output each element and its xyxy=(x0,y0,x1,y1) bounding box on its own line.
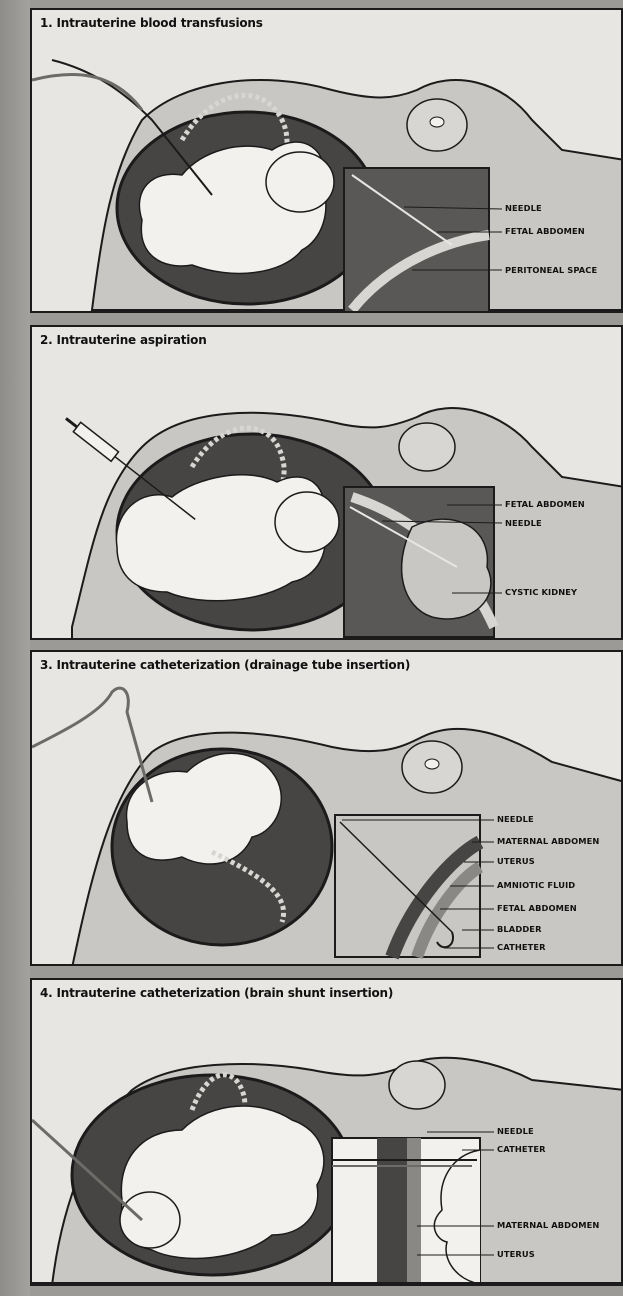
label-maternal-abdomen: MATERNAL ABDOMEN xyxy=(497,836,599,846)
breast xyxy=(399,423,455,471)
label-uterus: UTERUS xyxy=(497,856,535,866)
label-needle: NEEDLE xyxy=(497,1126,534,1136)
label-peritoneal-space: PERITONEAL SPACE xyxy=(505,265,597,275)
label-amniotic-fluid: AMNIOTIC FLUID xyxy=(497,880,575,890)
panel-title: 4. Intrauterine catheterization (brain s… xyxy=(40,986,393,1000)
bottom-rule xyxy=(30,1284,623,1286)
nipple xyxy=(425,759,439,769)
illustration-drainage-tube xyxy=(32,652,623,966)
panel-title: 3. Intrauterine catheterization (drainag… xyxy=(40,658,410,672)
label-catheter: CATHETER xyxy=(497,942,546,952)
label-needle: NEEDLE xyxy=(505,518,542,528)
panel-title: 2. Intrauterine aspiration xyxy=(40,333,207,347)
panel-drainage-tube: 3. Intrauterine catheterization (drainag… xyxy=(30,650,623,966)
label-fetal-abdomen: FETAL ABDOMEN xyxy=(505,499,585,509)
label-needle: NEEDLE xyxy=(505,203,542,213)
needle-tube xyxy=(32,74,142,110)
fetal-head xyxy=(120,1192,180,1248)
panel-aspiration: 2. Intrauterine aspiration FETAL ABDOMEN… xyxy=(30,325,623,640)
panel-blood-transfusion: 1. Intrauterine blood transfusions NEEDL… xyxy=(30,8,623,313)
cystic-kidney xyxy=(402,519,491,619)
label-fetal-abdomen: FETAL ABDOMEN xyxy=(497,903,577,913)
label-bladder: BLADDER xyxy=(497,924,542,934)
fetal-head xyxy=(275,492,339,552)
label-needle: NEEDLE xyxy=(497,814,534,824)
nipple xyxy=(430,117,444,127)
fetal-head xyxy=(266,152,334,212)
page-edge xyxy=(0,0,30,1296)
label-catheter: CATHETER xyxy=(497,1144,546,1154)
label-cystic-kidney: CYSTIC KIDNEY xyxy=(505,587,577,597)
label-fetal-abdomen: FETAL ABDOMEN xyxy=(505,226,585,236)
breast xyxy=(389,1061,445,1109)
label-maternal-abdomen: MATERNAL ABDOMEN xyxy=(497,1220,599,1230)
panel-brain-shunt: 4. Intrauterine catheterization (brain s… xyxy=(30,978,623,1284)
label-uterus: UTERUS xyxy=(497,1249,535,1259)
panel-title: 1. Intrauterine blood transfusions xyxy=(40,16,263,30)
illustration-brain-shunt xyxy=(32,980,623,1284)
